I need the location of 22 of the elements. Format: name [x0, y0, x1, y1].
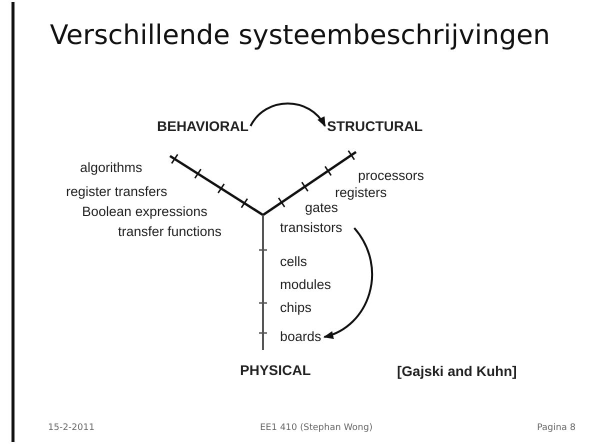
level-label: gates	[305, 200, 338, 216]
axis-label: BEHAVIORAL	[157, 118, 249, 134]
level-label: modules	[280, 277, 332, 293]
page-number: Pagina 8	[537, 422, 576, 435]
curved-arrow	[323, 227, 373, 338]
level-label: cells	[280, 254, 308, 270]
footer-text: EE1 410 (Stephan Wong)	[260, 422, 373, 435]
level-label: algorithms	[80, 160, 142, 176]
footer-date: 15-2-2011	[48, 422, 95, 435]
level-label: transfer functions	[118, 224, 222, 240]
level-label: processors	[358, 168, 424, 184]
curved-arrow	[250, 102, 326, 127]
level-label: chips	[280, 300, 312, 316]
level-label: transistors	[280, 220, 342, 236]
level-label: boards	[280, 329, 322, 345]
axis-label: STRUCTURAL	[327, 118, 423, 134]
citation: [Gajski and Kuhn]	[397, 363, 517, 379]
level-label: registers	[335, 185, 387, 201]
level-label: Boolean expressions	[82, 204, 208, 220]
axis-label: PHYSICAL	[240, 362, 311, 378]
slide-title: Verschillende systeembeschrijvingen	[48, 20, 552, 52]
level-label: register transfers	[66, 184, 168, 200]
